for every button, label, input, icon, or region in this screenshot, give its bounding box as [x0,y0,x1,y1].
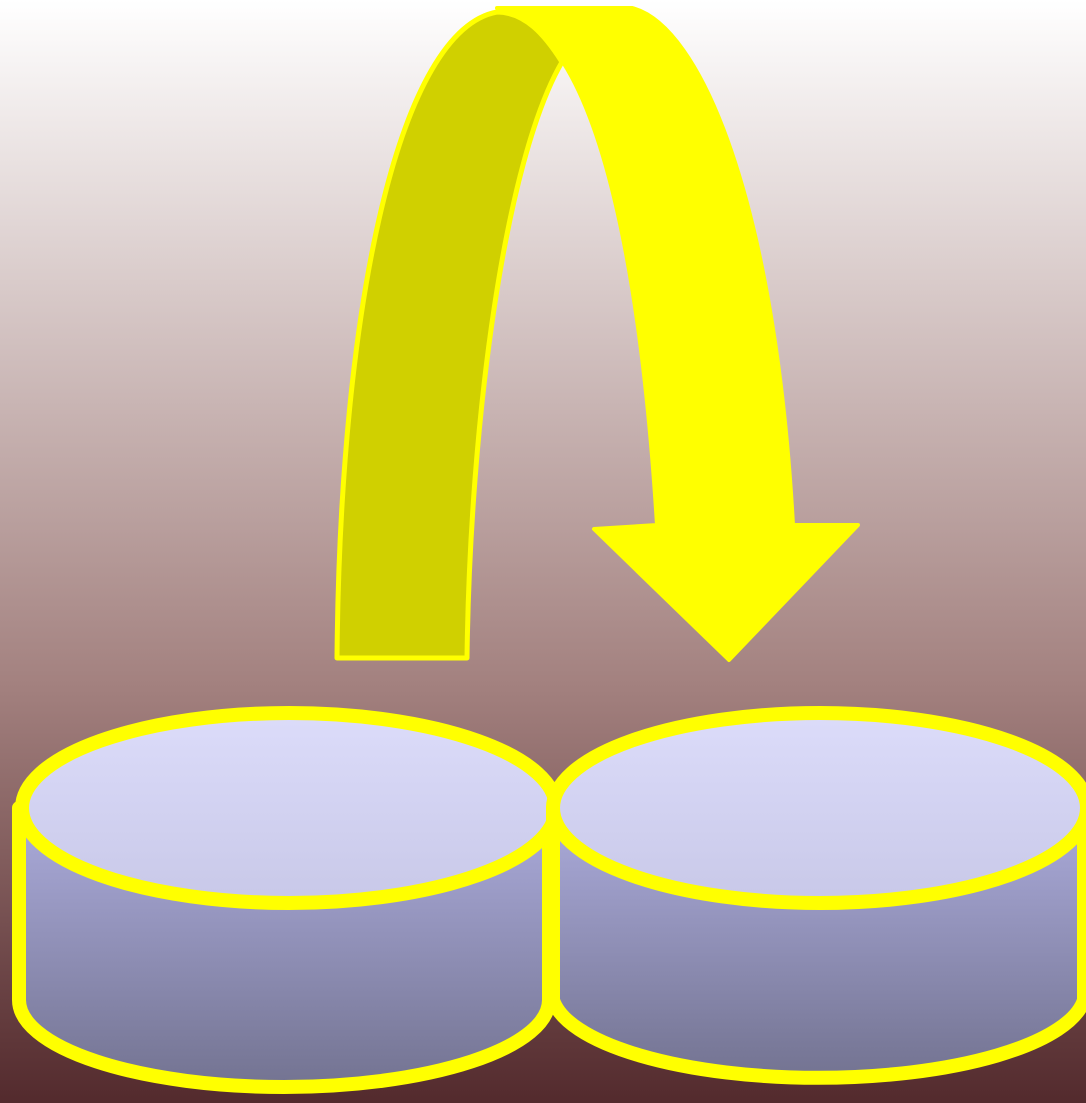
database-left [19,713,556,1087]
database-left-top [22,713,556,903]
database-right [553,713,1086,1078]
database-right-top [553,713,1086,903]
